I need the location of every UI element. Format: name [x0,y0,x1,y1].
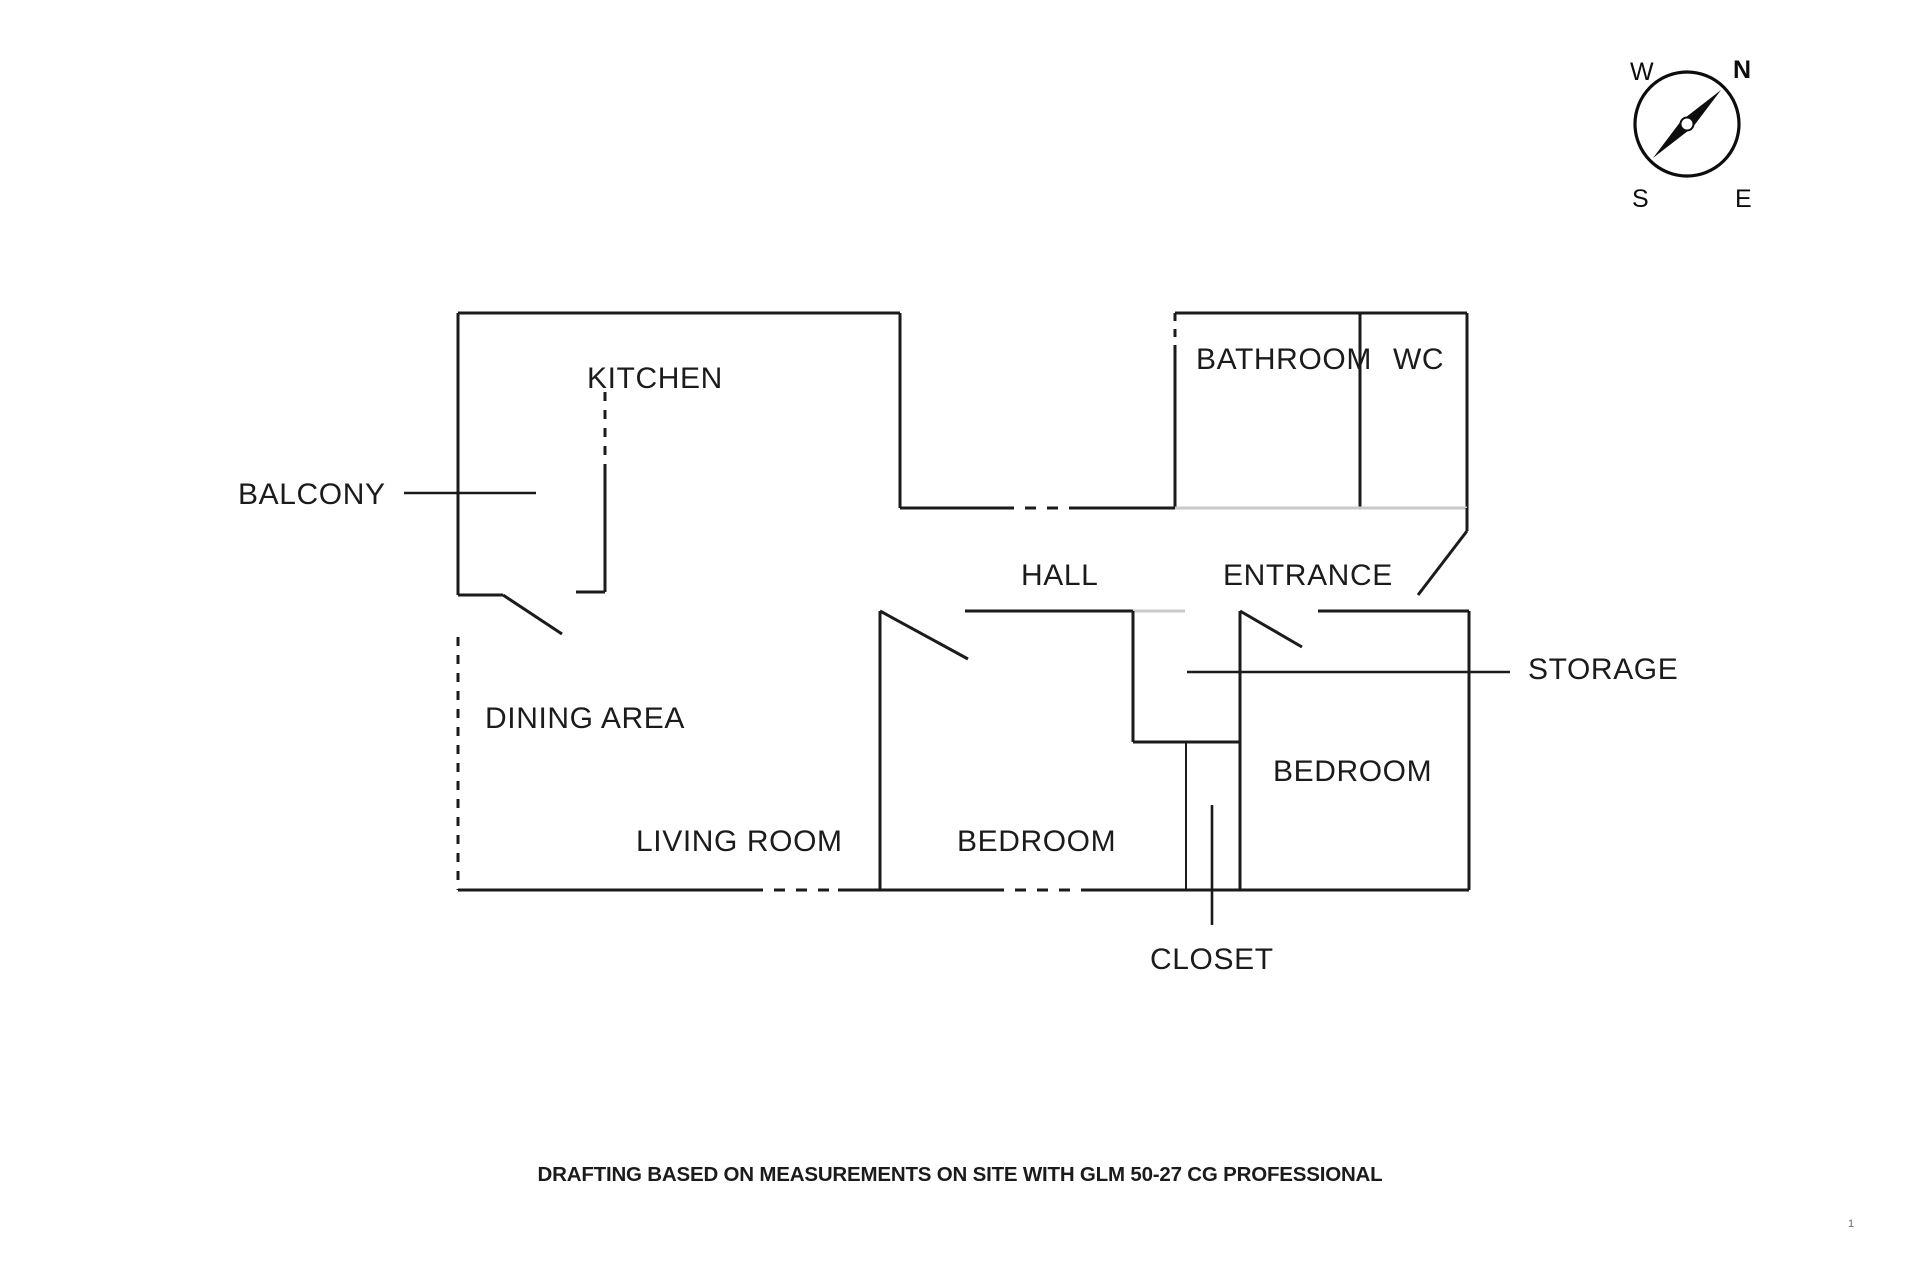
room-label-kitchen: KITCHEN [587,362,723,395]
compass-label-west: W [1630,58,1654,86]
room-label-wc: WC [1393,343,1445,376]
room-label-hall: HALL [1021,559,1099,592]
callout-label-storage: STORAGE [1528,653,1679,686]
page-number: 1 [1848,1218,1855,1230]
door-swing-entrance [1416,530,1469,596]
door-swing-balcony [502,593,563,636]
callout-label-balcony: BALCONY [238,478,386,511]
room-label-bedroom-right: BEDROOM [1273,755,1433,788]
room-label-living-room: LIVING ROOM [636,825,843,858]
callout-label-closet: CLOSET [1150,943,1274,976]
compass-label-north: N [1733,56,1752,84]
compass-circle [1633,70,1741,178]
room-label-entrance: ENTRANCE [1223,559,1393,592]
door-swing-bedroom-left [879,609,969,661]
room-label-bathroom: BATHROOM [1196,343,1372,376]
compass-label-south: S [1632,185,1649,213]
compass-pivot [1679,116,1695,132]
compass-label-east: E [1735,185,1752,213]
room-label-bedroom-left: BEDROOM [957,825,1117,858]
compass-rose-graphic [1633,70,1741,178]
drawing-caption: DRAFTING BASED ON MEASUREMENTS ON SITE W… [537,1163,1383,1186]
door-swing-bedroom-right [1239,609,1303,649]
room-label-dining-area: DINING AREA [485,702,685,735]
